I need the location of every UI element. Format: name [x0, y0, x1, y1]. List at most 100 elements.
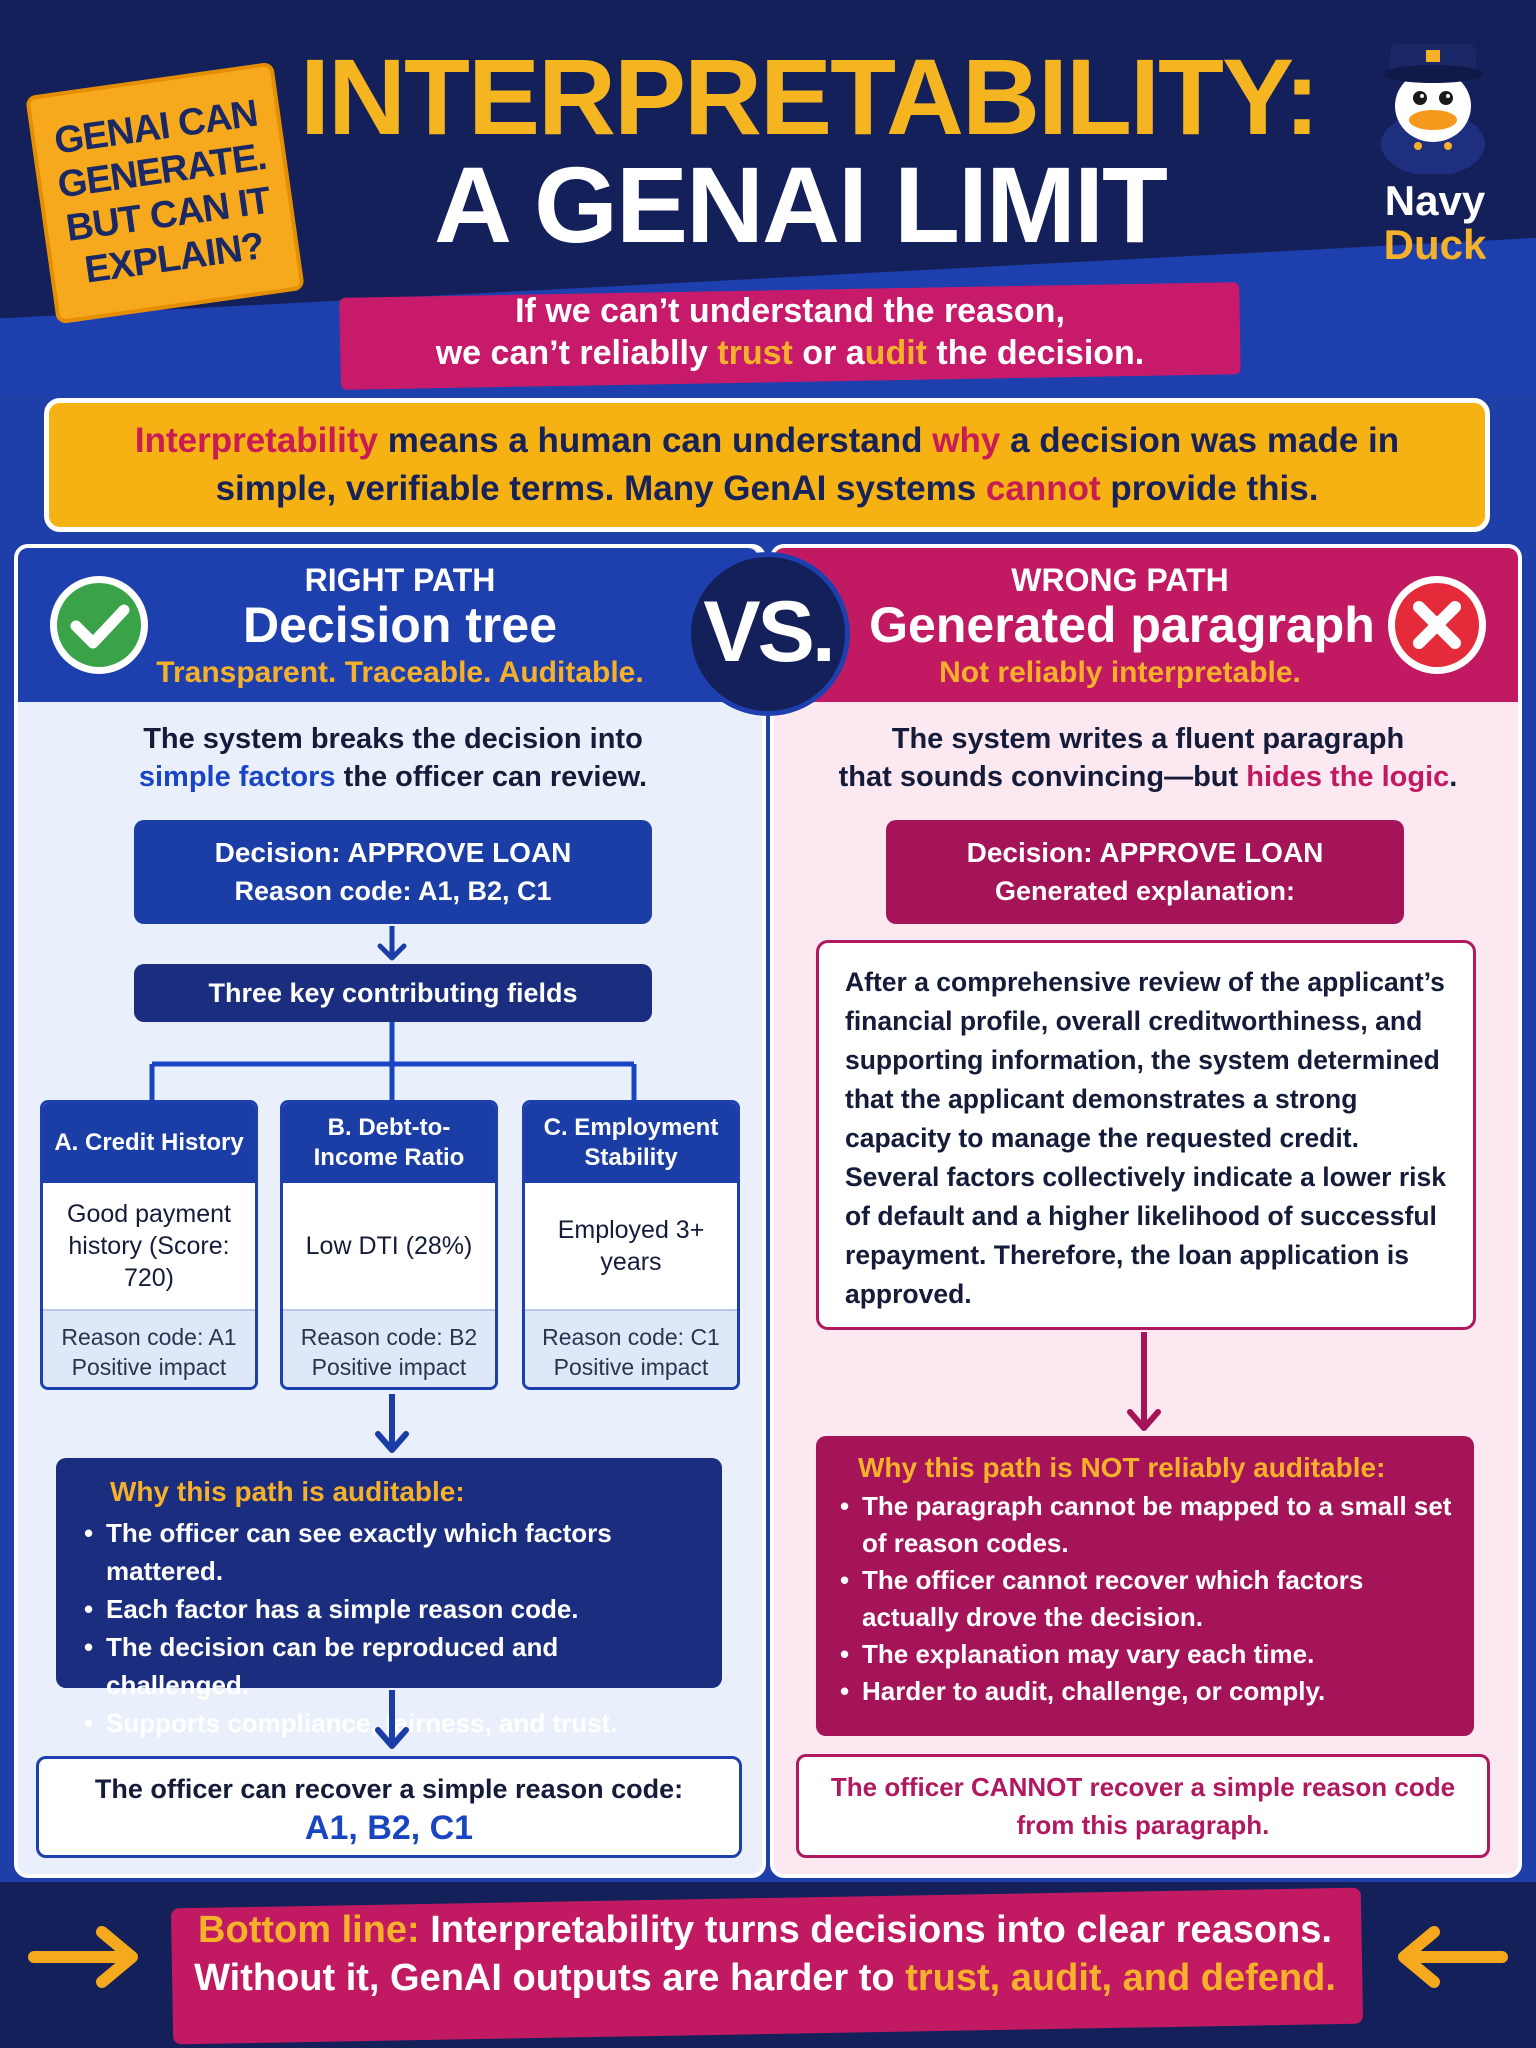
factor-title: B. Debt-to-Income Ratio	[283, 1103, 495, 1183]
definition-part-1: means a human can understand	[377, 421, 933, 460]
arrow-down-icon	[375, 1394, 409, 1453]
wrong-path-intro: The system writes a fluent paragraph tha…	[790, 720, 1506, 796]
auditable-title: Why this path is auditable:	[110, 1476, 465, 1507]
definition-part-2: a decision was made in simple, verifiabl…	[215, 421, 1400, 508]
decision-generated-line-1: Decision: APPROVE LOAN	[966, 837, 1324, 868]
wrong-path-intro-line-2: that sounds convincing—but hides the log…	[790, 758, 1506, 796]
factor-title: C. Employment Stability	[525, 1103, 737, 1183]
factor-card-credit-history: A. Credit History Good payment history (…	[40, 1100, 258, 1390]
factor-impact: Positive impact	[71, 1354, 227, 1380]
tree-connector-lines	[149, 1022, 637, 1102]
wrong-path-subtitle: Not reliably interpretable.	[939, 656, 1301, 689]
auditable-reasons-box: Why this path is auditable: The officer …	[56, 1458, 722, 1742]
decision-tree-line-1: Decision: APPROVE LOAN	[214, 837, 572, 868]
vs-badge	[686, 552, 850, 716]
title-line-1: INTERPRETABILITY:	[300, 36, 1320, 157]
factor-body: Good payment history (Score: 720)	[67, 1200, 231, 1292]
decision-box-generated: Decision: APPROVE LOAN Generated explana…	[886, 820, 1404, 924]
right-path-subtitle: Transparent. Traceable. Auditable.	[156, 656, 644, 689]
subtitle: If we can’t understand the reason, we ca…	[360, 290, 1220, 374]
wrong-path-intro-line-1: The system writes a fluent paragraph	[891, 723, 1405, 755]
list-item: The officer cannot recover which factors…	[838, 1562, 1452, 1636]
sticky-note: GENAI CAN GENERATE. BUT CAN IT EXPLAIN?	[25, 61, 305, 325]
result-codes: A1, B2, C1	[304, 1809, 474, 1847]
factor-reason-code: Reason code: C1	[542, 1324, 720, 1350]
bottom-line-2-text: Without it, GenAI outputs are harder to	[194, 1957, 906, 1999]
generated-paragraph-box: After a comprehensive review of the appl…	[816, 940, 1476, 1330]
wrong-path-title: Generated paragraph	[869, 597, 1375, 653]
arrow-down-icon	[375, 1690, 409, 1749]
subtitle-line-2: we can’t reliablly trust or audit the de…	[360, 332, 1220, 374]
factor-body: Low DTI (28%)	[305, 1232, 473, 1260]
list-item: The explanation may vary each time.	[838, 1636, 1452, 1673]
factor-body: Employed 3+ years	[557, 1216, 705, 1276]
bottom-line-1-text: Interpretability turns decisions into cl…	[419, 1909, 1332, 1951]
generated-paragraph: After a comprehensive review of the appl…	[845, 967, 1446, 1309]
subtitle-audit: udit	[864, 334, 927, 372]
factor-reason-code: Reason code: B2	[300, 1324, 478, 1350]
factor-card-debt-to-income: B. Debt-to-Income Ratio Low DTI (28%) Re…	[280, 1100, 498, 1390]
list-item: Each factor has a simple reason code.	[82, 1590, 696, 1628]
right-path-intro-line-1: The system breaks the decision into	[143, 723, 643, 755]
factor-reason-code: Reason code: A1	[61, 1324, 237, 1350]
arrow-down-icon	[1127, 1332, 1161, 1431]
decision-box-tree: Decision: APPROVE LOAN Reason code: A1, …	[134, 820, 652, 924]
bottom-line-text: Bottom line: Interpretability turns deci…	[180, 1906, 1350, 2002]
arrow-down-icon	[377, 926, 407, 961]
list-item: Harder to audit, challenge, or comply.	[838, 1673, 1452, 1710]
decision-tree-line-2: Reason code: A1, B2, C1	[234, 876, 552, 906]
arrow-right-icon	[28, 1926, 138, 1988]
decision-generated-line-2: Generated explanation:	[994, 876, 1296, 906]
brand-name-line-1: Navy	[1384, 177, 1486, 224]
wrong-path-label: WRONG PATH	[1011, 562, 1229, 598]
list-item: Supports compliance, fairness, and trust…	[82, 1704, 696, 1742]
duck-mascot-icon	[1381, 44, 1485, 174]
definition-cannot: cannot	[985, 469, 1101, 508]
checkmark-icon	[50, 576, 148, 674]
definition-term: Interpretability	[134, 421, 378, 460]
subtitle-line-1: If we can’t understand the reason,	[515, 292, 1065, 330]
right-path-intro-rest: the officer can review.	[335, 761, 648, 793]
right-path-intro: The system breaks the decision into simp…	[30, 720, 756, 796]
contributing-fields-box: Three key contributing fields	[134, 964, 652, 1022]
subtitle-text: we can’t reliablly	[435, 334, 718, 372]
factor-footer: Reason code: A1 Positive impact	[43, 1309, 255, 1387]
cannot-recover-box: The officer CANNOT recover a simple reas…	[796, 1754, 1490, 1858]
subtitle-end: the decision.	[926, 334, 1145, 372]
wrong-path-intro-end: .	[1449, 761, 1458, 793]
not-auditable-list: The paragraph cannot be mapped to a smal…	[838, 1488, 1452, 1710]
factor-impact: Positive impact	[553, 1354, 709, 1380]
factor-card-employment-stability: C. Employment Stability Employed 3+ year…	[522, 1100, 740, 1390]
wrong-path-intro-highlight: hides the logic	[1246, 761, 1450, 793]
brand-name-line-2: Duck	[1383, 221, 1487, 268]
title-line-2: A GENAI LIMIT	[434, 144, 1168, 265]
definition-why: why	[932, 421, 1001, 460]
bottom-line-2: Without it, GenAI outputs are harder to …	[180, 1954, 1350, 2002]
definition-part-3: provide this.	[1100, 469, 1319, 508]
right-path-title: Decision tree	[242, 597, 557, 653]
bottom-line-2-highlight: trust, audit, and defend.	[905, 1957, 1336, 1999]
definition-text: Interpretability means a human can under…	[89, 417, 1445, 513]
right-path-label: RIGHT PATH	[304, 562, 496, 598]
definition-box: Interpretability means a human can under…	[44, 398, 1490, 532]
vs-label: VS.	[703, 584, 836, 680]
cannot-recover-text: The officer CANNOT recover a simple reas…	[830, 1772, 1456, 1840]
factor-footer: Reason code: C1 Positive impact	[525, 1309, 737, 1387]
subtitle-or: or a	[792, 334, 865, 372]
reason-code-result-box: The officer can recover a simple reason …	[36, 1756, 742, 1858]
x-mark-icon	[1388, 576, 1486, 674]
right-path-intro-line-2: simple factors the officer can review.	[30, 758, 756, 796]
factor-title: A. Credit History	[43, 1103, 255, 1183]
subtitle-trust: trust	[717, 334, 793, 372]
right-path-intro-highlight: simple factors	[138, 761, 336, 793]
bottom-line-1: Bottom line: Interpretability turns deci…	[180, 1906, 1350, 1954]
list-item: The decision can be reproduced and chall…	[82, 1628, 696, 1704]
bottom-line-label: Bottom line:	[198, 1909, 420, 1951]
not-auditable-title: Why this path is NOT reliably auditable:	[858, 1452, 1386, 1483]
arrow-left-icon	[1398, 1926, 1508, 1988]
list-item: The officer can see exactly which factor…	[82, 1514, 696, 1590]
wrong-path-intro-text: that sounds convincing—but	[838, 761, 1247, 793]
result-text: The officer can recover a simple reason …	[94, 1774, 684, 1804]
not-auditable-reasons-box: Why this path is NOT reliably auditable:…	[816, 1436, 1474, 1736]
